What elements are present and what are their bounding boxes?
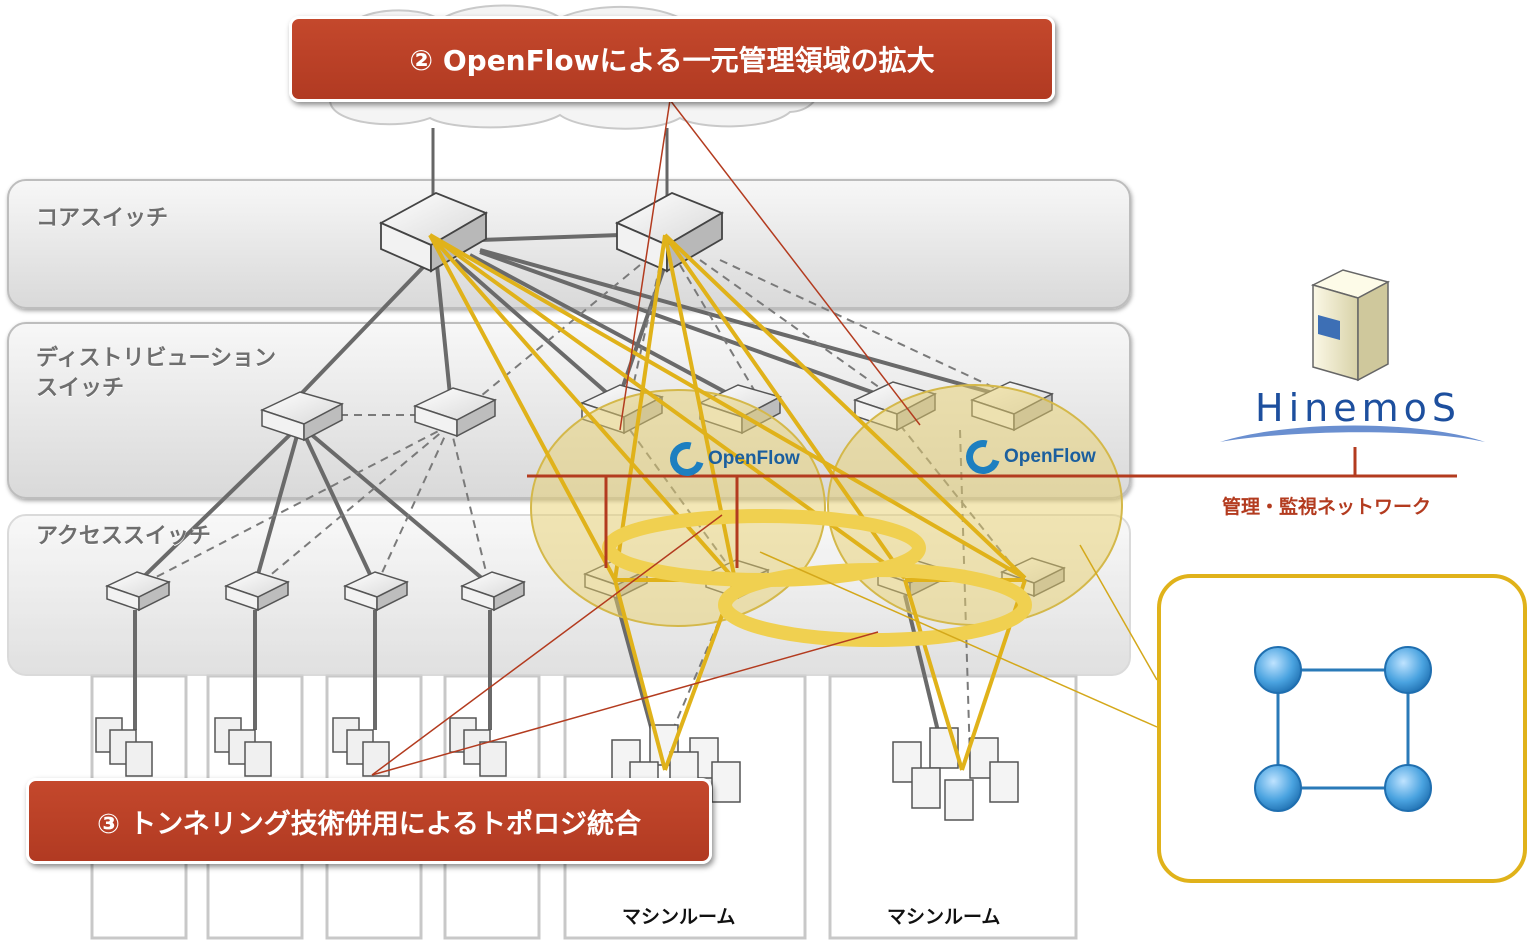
openflow-logo-text: OpenFlow — [708, 448, 800, 469]
management-network-label: 管理・監視ネットワーク — [1222, 496, 1432, 518]
openflow-domain-right — [827, 384, 1123, 626]
switch-icon — [378, 192, 489, 273]
topology-links — [1276, 668, 1410, 790]
switch-icon — [105, 571, 171, 612]
switch-icon — [259, 391, 345, 442]
switch-icon — [460, 571, 526, 612]
openflow-callout: ② OpenFlowによる一元管理領域の拡大 — [289, 16, 1055, 102]
distribution-layer-label: ディストリビューション スイッチ — [36, 346, 277, 401]
tunnel-lines — [428, 233, 1027, 771]
topology-node — [1254, 646, 1302, 694]
server-icon — [214, 717, 272, 777]
switch-icon — [224, 571, 290, 612]
switch-icon — [343, 571, 409, 612]
openflow-logo-icon — [663, 435, 711, 483]
hinemos-logo-text: HinemoS — [1255, 386, 1461, 430]
topology-node — [1254, 764, 1302, 812]
server-icon — [332, 717, 390, 777]
topology-node — [1384, 646, 1432, 694]
openflow-logo-right: OpenFlow — [959, 433, 1096, 481]
management-network-line — [527, 447, 1457, 568]
zoom-leaders — [759, 544, 1158, 728]
tunneling-callout: ③ トンネリング技術併用によるトポロジ統合 — [26, 778, 712, 864]
hinemos-swoosh — [1220, 425, 1485, 442]
topology-panel — [1157, 574, 1527, 883]
tunnel-ring — [718, 563, 1032, 647]
machine-room-label-2: マシンルーム — [887, 906, 1001, 928]
access-layer-label: アクセススイッチ — [36, 524, 211, 549]
core-layer-band — [7, 179, 1131, 309]
core-layer-label: コアスイッチ — [36, 206, 169, 231]
openflow-logo-text: OpenFlow — [1004, 446, 1096, 467]
topology-node — [1384, 764, 1432, 812]
server-icon — [449, 717, 507, 777]
switch-icon — [412, 387, 498, 438]
annotation-leaders — [371, 99, 921, 776]
machine-room-label-1: マシンルーム — [622, 906, 736, 928]
hinemos-server-icon — [1310, 269, 1391, 382]
openflow-logo-left: OpenFlow — [663, 435, 800, 483]
server-icon — [95, 717, 153, 777]
openflow-logo-icon — [959, 433, 1007, 481]
